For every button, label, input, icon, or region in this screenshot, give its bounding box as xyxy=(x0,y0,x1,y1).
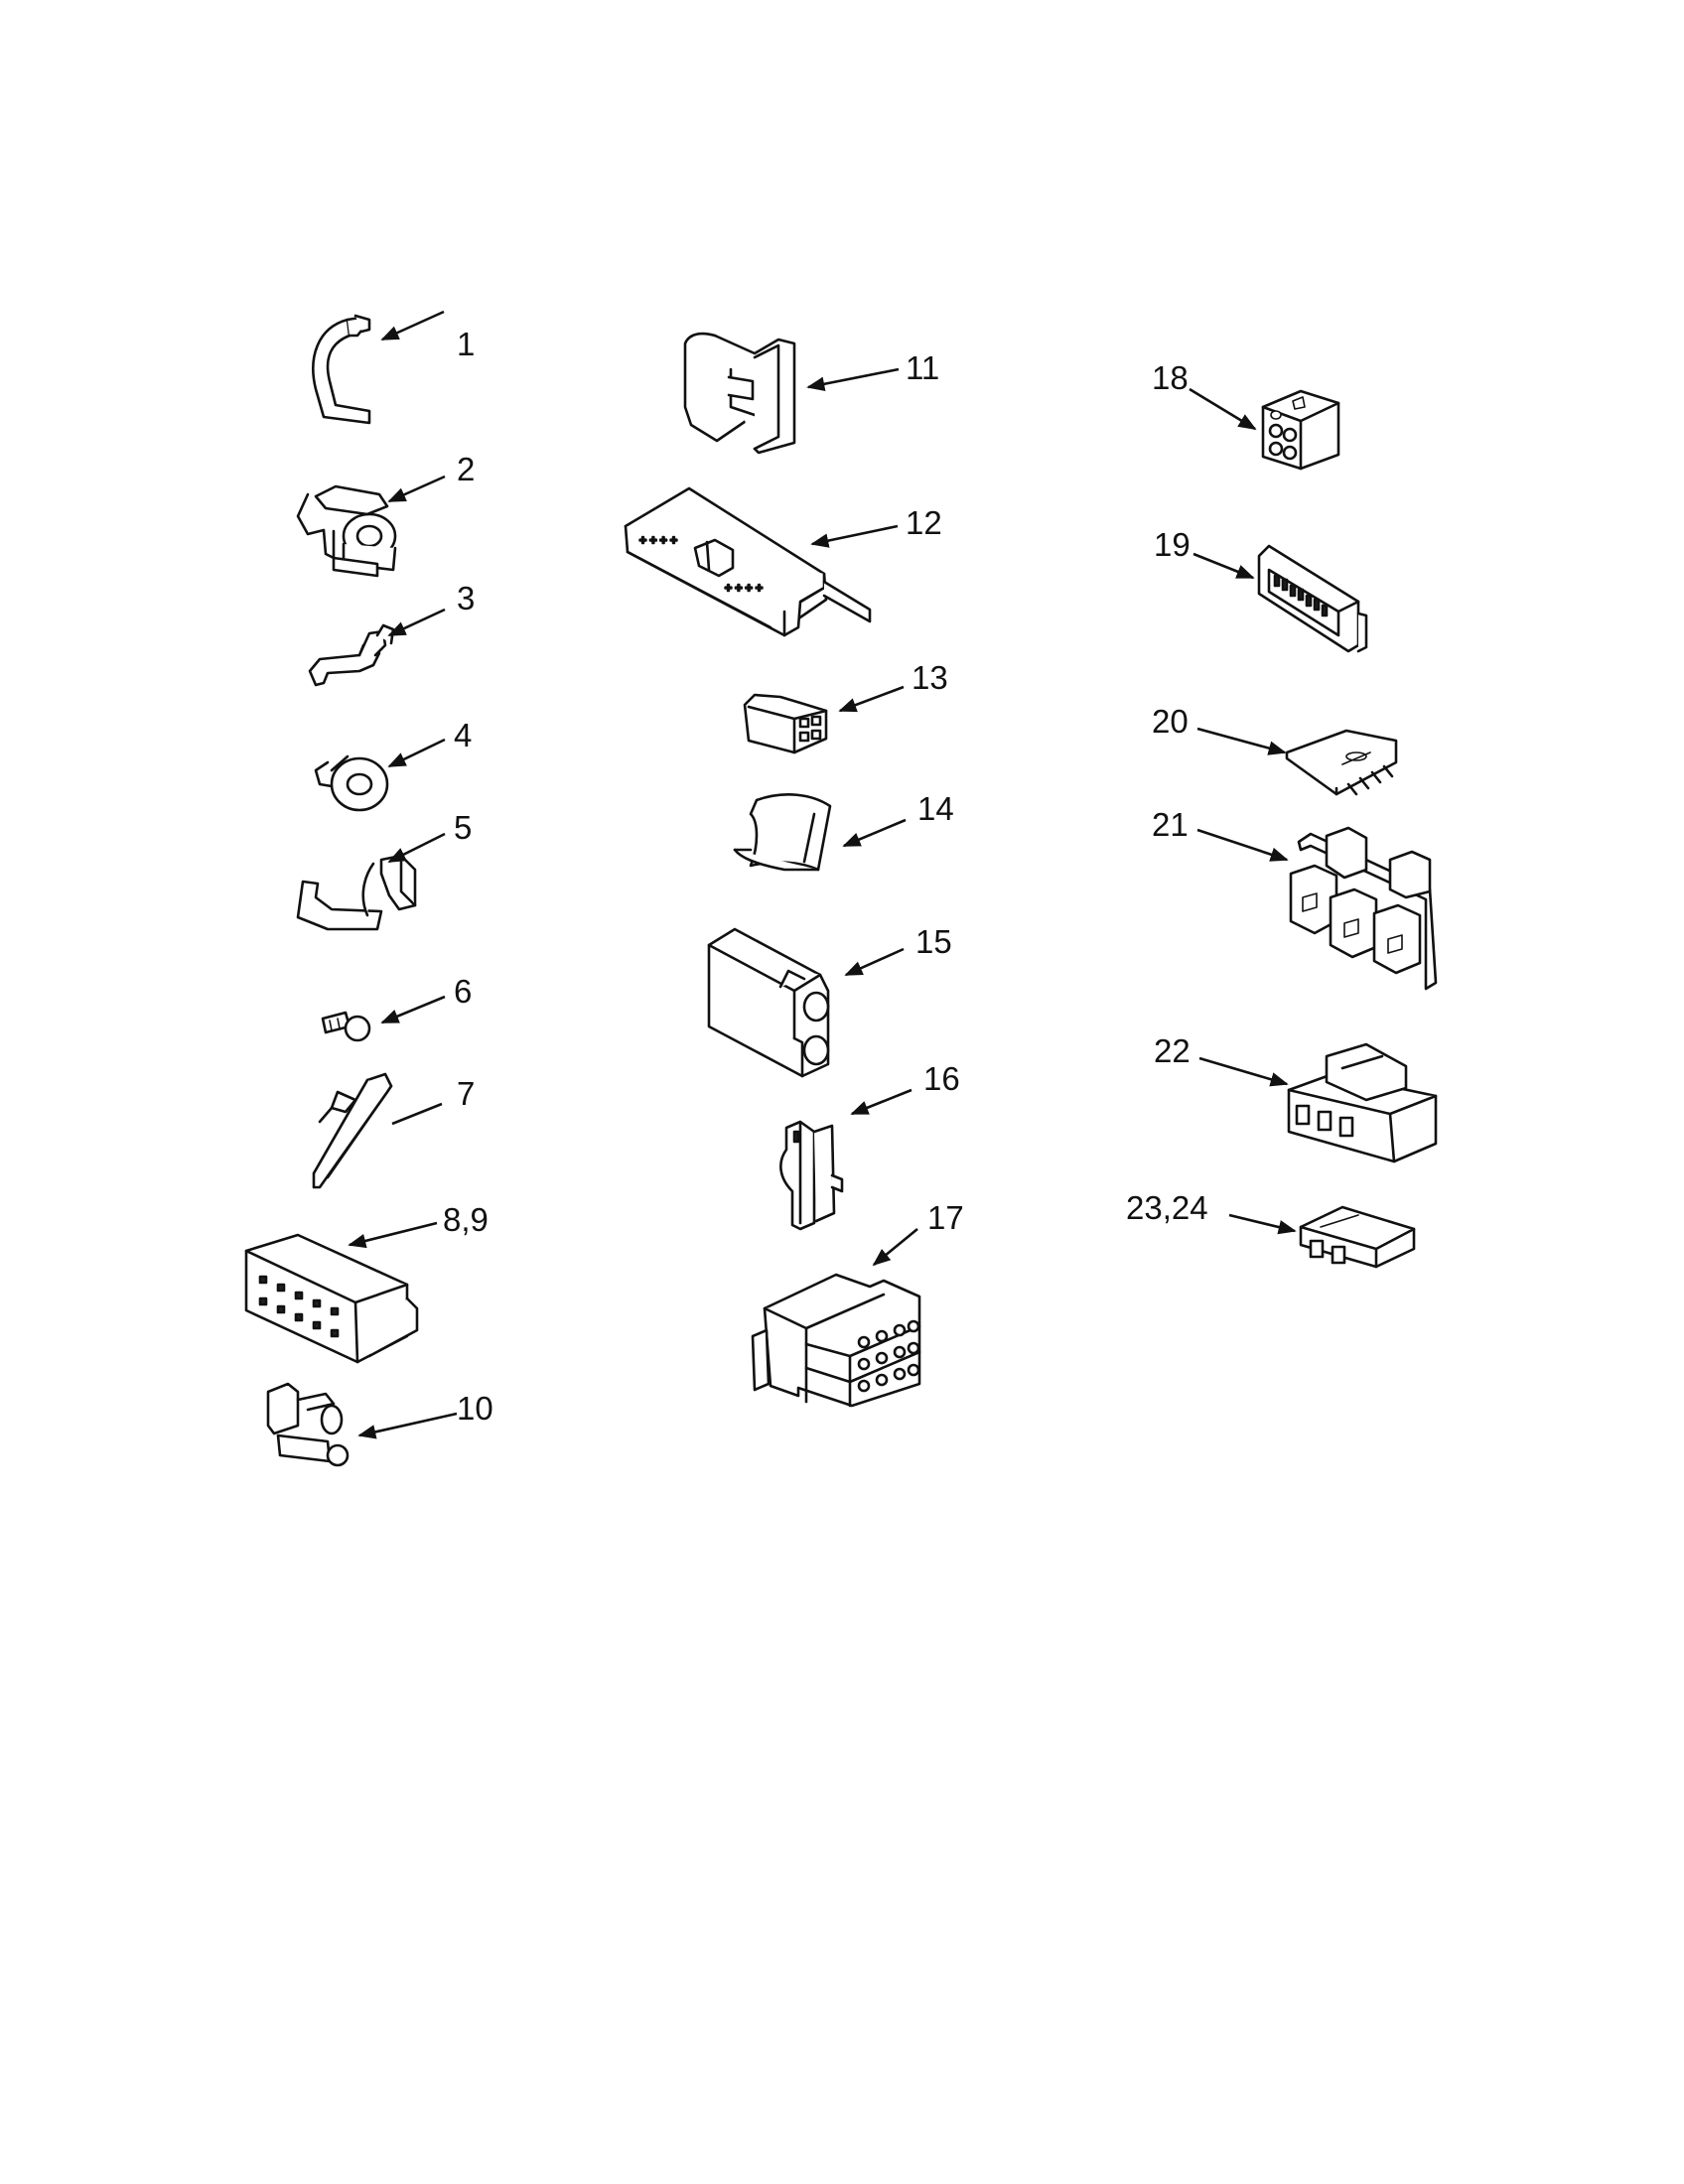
part-15-round-pin-housing-illustration xyxy=(707,927,830,1078)
leader-6 xyxy=(380,995,446,1024)
callout-label-2: 2 xyxy=(457,451,475,487)
part-5-strap-clamp-illustration xyxy=(296,854,417,931)
part-14-curved-sleeve-illustration xyxy=(733,793,832,872)
leader-17 xyxy=(872,1227,918,1267)
leader-20 xyxy=(1196,727,1287,755)
part-21-relay-block-illustration xyxy=(1289,826,1438,991)
callout-label-21: 21 xyxy=(1152,806,1189,843)
part-10-small-connector-illustration xyxy=(266,1382,350,1467)
callout-label-14: 14 xyxy=(917,790,954,827)
leader-13 xyxy=(838,685,905,713)
callout-label-1: 1 xyxy=(457,326,475,362)
callout-label-20: 20 xyxy=(1152,703,1189,740)
part-18-six-cavity-plug-illustration xyxy=(1261,389,1340,471)
leader-16 xyxy=(850,1088,912,1116)
leader-11 xyxy=(806,367,900,391)
leader-14 xyxy=(842,818,907,848)
leader-18 xyxy=(1189,387,1257,431)
leader-7 xyxy=(391,1102,443,1126)
leader-2 xyxy=(387,475,446,503)
svg-text:+ + + +: + + + + xyxy=(639,533,677,547)
svg-text:+ + + +: + + + + xyxy=(725,581,763,595)
callout-label-4: 4 xyxy=(454,717,472,753)
callout-label-19: 19 xyxy=(1154,526,1191,563)
callout-label-8-9: 8,9 xyxy=(443,1201,489,1238)
leader-3 xyxy=(387,608,446,637)
part-12-terminal-strip-illustration: + + + + + + + + xyxy=(624,486,872,637)
leader-15 xyxy=(844,947,905,977)
leader-22 xyxy=(1198,1056,1289,1087)
part-17-twelve-cavity-housing-illustration xyxy=(751,1273,921,1408)
part-16-clip-illustration xyxy=(779,1120,844,1231)
callout-label-18: 18 xyxy=(1152,359,1189,396)
leader-1 xyxy=(380,310,445,341)
part-23-24-small-clip-illustration xyxy=(1299,1205,1416,1269)
callout-label-13: 13 xyxy=(912,659,948,696)
callout-label-7: 7 xyxy=(457,1075,475,1112)
leader-23-24 xyxy=(1228,1213,1297,1235)
leader-19 xyxy=(1193,552,1255,580)
callout-label-15: 15 xyxy=(915,923,952,960)
callout-label-22: 22 xyxy=(1154,1032,1191,1069)
leader-21 xyxy=(1196,828,1289,862)
leader-5 xyxy=(387,832,446,864)
part-20-circuit-board-illustration xyxy=(1285,729,1398,796)
part-19-flanged-connector-illustration xyxy=(1257,544,1368,653)
part-3-wire-clip-illustration xyxy=(308,623,395,687)
callout-label-11: 11 xyxy=(906,349,939,386)
callout-label-12: 12 xyxy=(906,504,942,541)
part-11-two-pin-housing-illustration xyxy=(683,332,796,455)
part-13-three-cavity-plug-illustration xyxy=(743,693,828,754)
callout-label-10: 10 xyxy=(457,1390,493,1427)
part-6-screw-illustration xyxy=(321,1011,371,1042)
part-4-ring-grommet-illustration xyxy=(314,754,389,812)
leader-8-9 xyxy=(348,1221,438,1249)
callout-label-23-24: 23,24 xyxy=(1126,1189,1208,1226)
part-2-hose-clamp-illustration xyxy=(296,484,397,578)
leader-10 xyxy=(357,1412,458,1439)
leader-12 xyxy=(810,524,899,548)
callout-label-3: 3 xyxy=(457,580,475,616)
callout-label-5: 5 xyxy=(454,809,472,846)
part-7-latch-illustration xyxy=(312,1072,393,1189)
leader-4 xyxy=(387,738,446,768)
part-8-9-connector-housing-illustration xyxy=(244,1233,419,1364)
part-1-clip-illustration xyxy=(312,314,371,425)
callout-label-16: 16 xyxy=(923,1060,960,1097)
callout-label-6: 6 xyxy=(454,973,472,1010)
callout-label-17: 17 xyxy=(927,1199,964,1236)
part-22-latched-housing-illustration xyxy=(1287,1042,1438,1163)
